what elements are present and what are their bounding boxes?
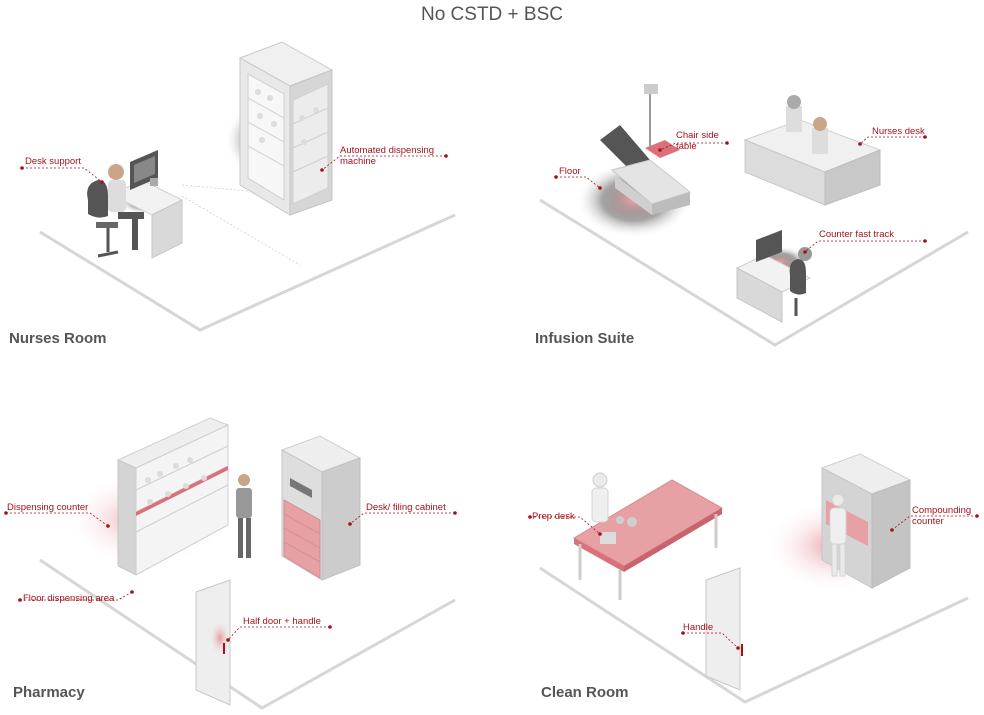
clean-room-floor <box>539 566 969 704</box>
pharmacy-floor <box>39 558 456 710</box>
infusion-chair <box>576 84 692 238</box>
callout-floor-dispensing-area: Floor dispensing area <box>23 593 115 604</box>
clean-room-prep-desk <box>572 472 724 600</box>
callout-desk-support: Desk support <box>25 156 81 167</box>
callout-automated-dispensing-machine: Automated dispensing machine <box>340 145 435 167</box>
room-label-clean-room: Clean Room <box>541 684 629 701</box>
pharmacy-half-door <box>195 579 232 706</box>
counter-fast-track <box>735 230 812 323</box>
callout-compounding-counter: Compounding counter <box>912 505 972 527</box>
nurses-desk-workstation <box>87 150 184 259</box>
nurses-room-guide <box>181 195 301 266</box>
callout-leaders <box>6 136 977 649</box>
callout-desk-filing-cabinet: Desk/ filing cabinet <box>366 502 446 513</box>
diagram-title: No CSTD + BSC <box>420 4 563 25</box>
infusion-suite-floor <box>539 198 969 347</box>
room-label-pharmacy: Pharmacy <box>13 684 85 701</box>
callout-chair-side-table: Chair side table <box>676 130 719 152</box>
compounding-cabinet <box>765 453 912 592</box>
callout-nurses-desk: Nurses desk <box>872 126 925 137</box>
nurses-station-counter <box>743 95 882 206</box>
callout-floor: Floor <box>559 166 581 177</box>
callout-prep-desk: Prep desk <box>532 511 575 522</box>
callout-endpoints <box>4 135 979 650</box>
callout-counter-fast-track: Counter fast track <box>819 229 894 240</box>
pharmacy-shelving <box>65 417 252 576</box>
clean-room-door <box>705 567 743 691</box>
automated-dispensing-machine <box>225 41 334 216</box>
room-label-nurses-room: Nurses Room <box>9 330 107 347</box>
nurses-room-floor <box>39 213 456 332</box>
callout-dispensing-counter: Dispensing counter <box>7 502 89 513</box>
pharmacy-filing-cabinet <box>280 435 362 581</box>
room-label-infusion-suite: Infusion Suite <box>535 330 635 347</box>
callout-half-door-handle: Half door + handle <box>243 616 321 627</box>
callout-handle: Handle <box>683 622 714 633</box>
